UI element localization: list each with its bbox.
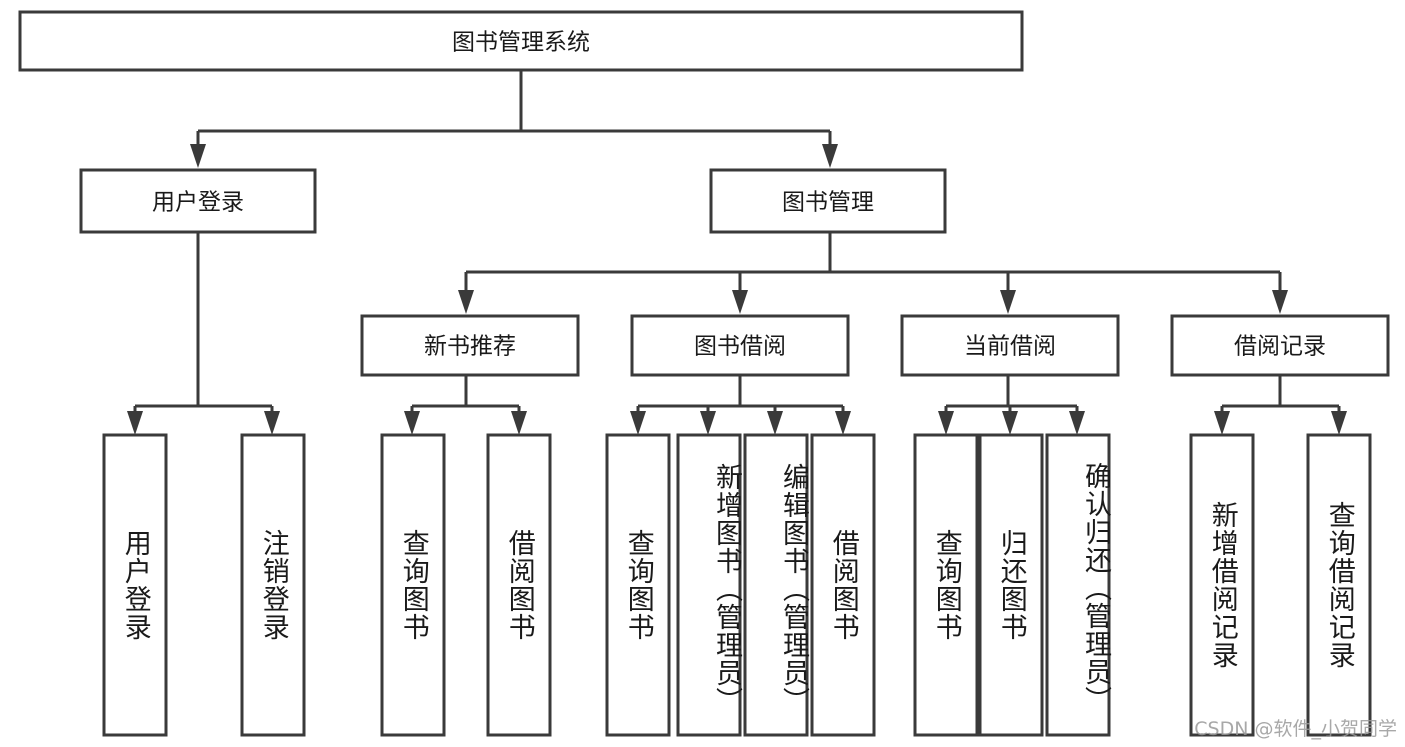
node-user-login-box[interactable]: [79, 168, 317, 234]
leaf-return-book-box[interactable]: [978, 433, 1044, 737]
node-new-book-recommend-label: 新书推荐: [424, 334, 516, 360]
node-borrow-record-box[interactable]: [1170, 314, 1390, 377]
connector-userlogin-to-leaves: [127, 232, 280, 435]
leaf-query-book-2-box[interactable]: [605, 433, 671, 737]
leaf-add-record-box[interactable]: [1189, 433, 1255, 737]
connector-bookborrow-to-leaves: [630, 375, 851, 435]
node-root-label: 图书管理系统: [452, 30, 590, 56]
leaf-user-login-box[interactable]: [102, 433, 168, 737]
node-user-login-label: 用户登录: [152, 190, 244, 216]
connector-bookmgmt-to-level3: [458, 232, 1288, 314]
node-book-management-box[interactable]: [709, 168, 947, 234]
leaf-query-book-1-box[interactable]: [380, 433, 446, 737]
leaf-edit-book-box[interactable]: [743, 433, 809, 737]
connector-newbook-to-leaves: [404, 375, 527, 435]
connector-currentborrow-to-leaves: [938, 375, 1085, 435]
leaf-borrow-book-2-box[interactable]: [810, 433, 876, 737]
leaf-confirm-return-box[interactable]: [1045, 433, 1111, 737]
node-book-management-label: 图书管理: [782, 190, 874, 216]
node-current-borrow-box[interactable]: [900, 314, 1120, 377]
node-book-borrow-box[interactable]: [630, 314, 850, 377]
node-borrow-record-label: 借阅记录: [1234, 334, 1326, 360]
node-new-book-recommend-box[interactable]: [360, 314, 580, 377]
leaf-query-book-3-box[interactable]: [913, 433, 979, 737]
leaf-add-book-box[interactable]: [676, 433, 742, 737]
node-book-borrow-label: 图书借阅: [694, 334, 786, 360]
connector-root-to-level2: [190, 70, 838, 168]
node-current-borrow-label: 当前借阅: [964, 334, 1056, 360]
leaf-query-record-box[interactable]: [1306, 433, 1372, 737]
watermark-text: CSDN @软件_小贺同学: [1194, 718, 1397, 740]
node-root-box[interactable]: [18, 10, 1024, 72]
leaf-borrow-book-1-box[interactable]: [486, 433, 552, 737]
leaf-logout-login-box[interactable]: [240, 433, 306, 737]
connector-borrowrecord-to-leaves: [1214, 375, 1347, 435]
